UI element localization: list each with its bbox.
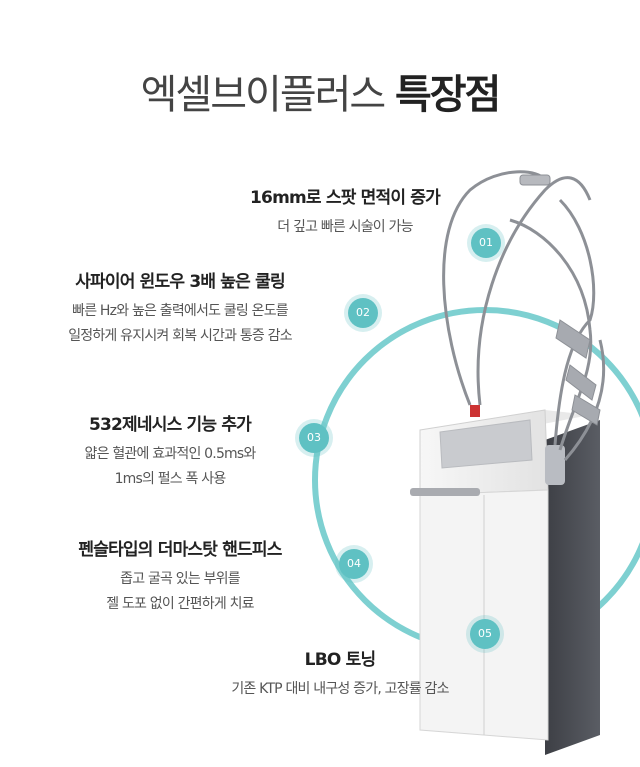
title-bold: 특장점 (394, 72, 501, 118)
feature-description-line: 젤 도포 없이 간편하게 치료 (106, 596, 254, 612)
feature-02: 사파이어 윈도우 3배 높은 쿨링 빠른 Hz와 높은 출력에서도 쿨링 온도를… (20, 267, 340, 349)
feature-number-badge: 01 (471, 228, 501, 258)
feature-number-badge: 02 (348, 298, 378, 328)
title-light: 엑셀브이플러스 (140, 72, 387, 118)
feature-description-line: 얇은 혈관에 효과적인 0.5ms와 (84, 446, 257, 462)
feature-description-line: 빠른 Hz와 높은 출력에서도 쿨링 온도를 (72, 303, 289, 319)
feature-description-line: 일정하게 유지시켜 회복 시간과 통증 감소 (68, 328, 292, 344)
feature-heading: 532제네시스 기능 추가 (88, 415, 252, 435)
feature-05: LBO 토닝 기존 KTP 대비 내구성 증가, 고장률 감소 (160, 645, 520, 702)
feature-number-badge: 03 (299, 423, 329, 453)
feature-heading: LBO 토닝 (304, 650, 376, 670)
page-title: 엑셀브이플러스 특장점 (0, 62, 640, 120)
feature-04: 펜슬타입의 더마스탓 핸드피스 좁고 굴곡 있는 부위를 젤 도포 없이 간편하… (30, 535, 330, 617)
laser-device (410, 405, 600, 755)
feature-01: 16mm로 스팟 면적이 증가 더 깊고 빠른 시술이 가능 (190, 183, 500, 240)
feature-description-line: 좁고 굴곡 있는 부위를 (120, 571, 240, 587)
feature-number-badge: 04 (339, 549, 369, 579)
feature-heading: 펜슬타입의 더마스탓 핸드피스 (78, 540, 282, 560)
arm-top (519, 174, 551, 186)
feature-description-line: 기존 KTP 대비 내구성 증가, 고장률 감소 (231, 681, 449, 697)
feature-description-line: 더 깊고 빠른 시술이 가능 (277, 219, 413, 235)
feature-description-line: 1ms의 펄스 폭 사용 (114, 471, 227, 487)
handpieces (555, 319, 601, 426)
feature-heading: 사파이어 윈도우 3배 높은 쿨링 (75, 272, 285, 292)
feature-heading: 16mm로 스팟 면적이 증가 (250, 188, 441, 208)
arm-cables (442, 170, 606, 461)
feature-03: 532제네시스 기능 추가 얇은 혈관에 효과적인 0.5ms와 1ms의 펄스… (20, 410, 320, 492)
feature-number-badge: 05 (470, 619, 500, 649)
